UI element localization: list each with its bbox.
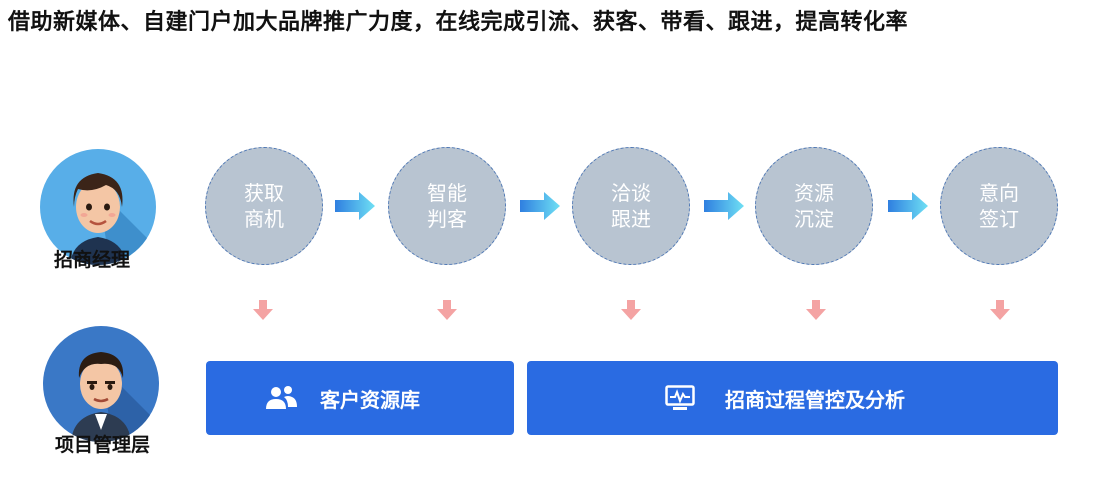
users-icon [264,385,298,411]
management-role-label: 项目管理层 [55,434,151,456]
manager-role-label: 招商经理 [54,249,131,271]
flow-arrow-icon [704,192,744,220]
customer-resource-label: 客户资源库 [320,387,420,412]
management-avatar [43,326,159,442]
down-arrow-icon [990,300,1010,320]
step-negotiate-follow: 洽谈跟进 [572,147,690,265]
monitor-chart-icon [665,385,695,411]
flow-arrow-icon [520,192,560,220]
manager-avatar [40,149,156,265]
down-arrow-icon [621,300,641,320]
page-headline: 借助新媒体、自建门户加大品牌推广力度，在线完成引流、获客、带看、跟进，提高转化率 [8,10,909,35]
process-analysis-panel: 招商过程管控及分析 [527,361,1058,435]
down-arrow-icon [253,300,273,320]
down-arrow-icon [806,300,826,320]
step-acquire-lead: 获取商机 [205,147,323,265]
step-intent-signing: 意向签订 [940,147,1058,265]
down-arrow-icon [437,300,457,320]
step-resource-retention: 资源沉淀 [755,147,873,265]
flow-arrow-icon [888,192,928,220]
step-smart-qualify: 智能判客 [388,147,506,265]
customer-resource-panel: 客户资源库 [206,361,514,435]
process-analysis-label: 招商过程管控及分析 [725,387,905,412]
flow-arrow-icon [335,192,375,220]
